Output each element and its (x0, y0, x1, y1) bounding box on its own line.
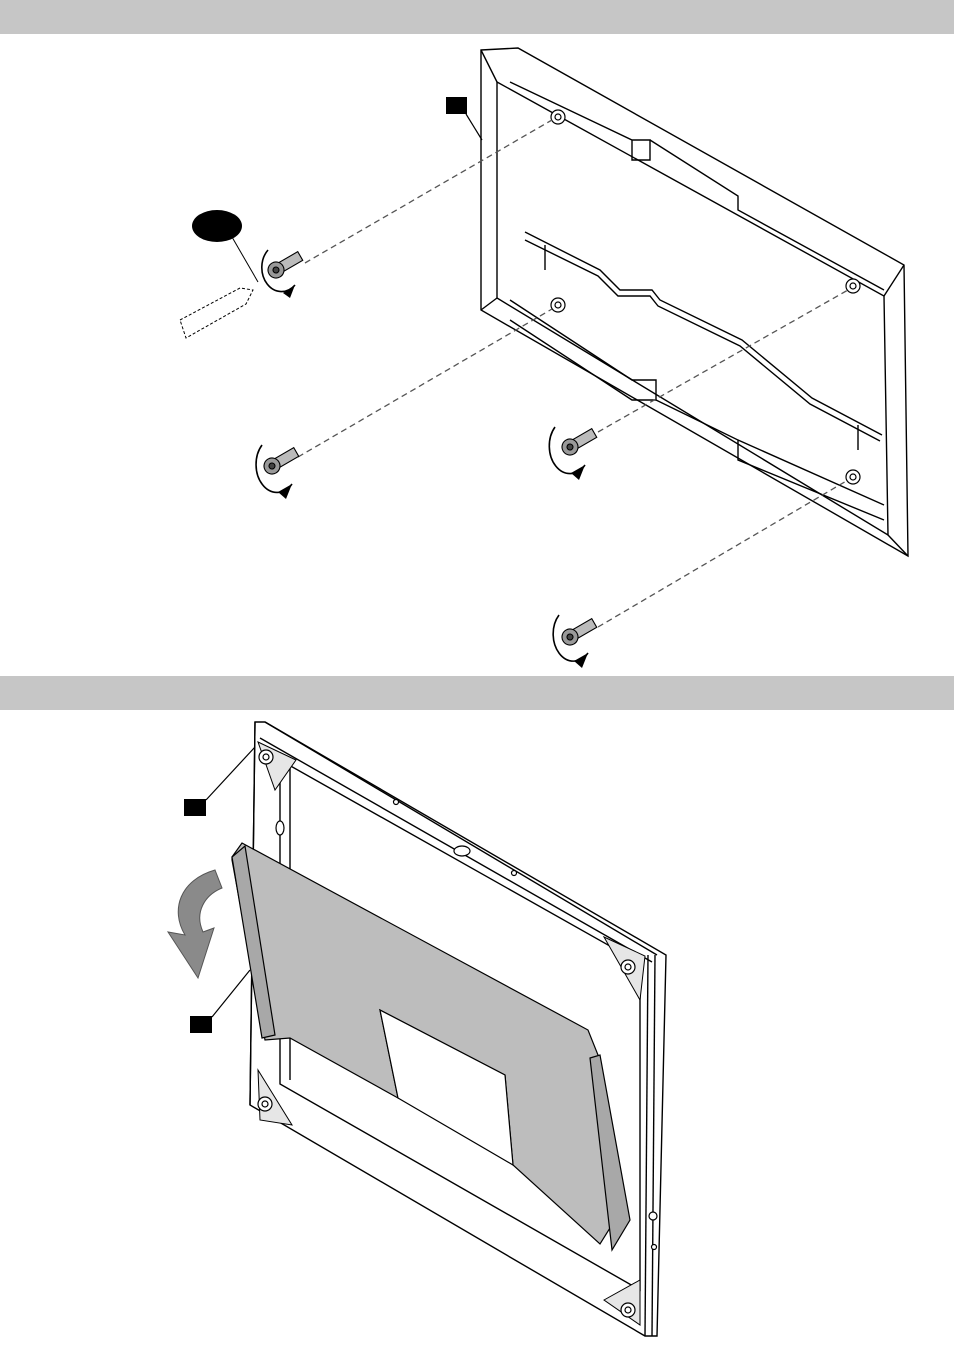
callout-frame (446, 97, 467, 114)
curved-arrow-icon (168, 870, 222, 978)
back-cover-panel (232, 843, 630, 1250)
frame-corner-brackets (258, 742, 645, 1325)
frame-holes (258, 750, 657, 1317)
step2-header-band (0, 676, 954, 710)
callout-tool (192, 210, 242, 242)
tool-icon (180, 237, 258, 338)
callout-frame (184, 799, 206, 816)
callout-back-cover (190, 1016, 212, 1033)
step1-illustration (0, 0, 954, 676)
wall-frame (481, 48, 908, 556)
display-frame (250, 722, 666, 1336)
